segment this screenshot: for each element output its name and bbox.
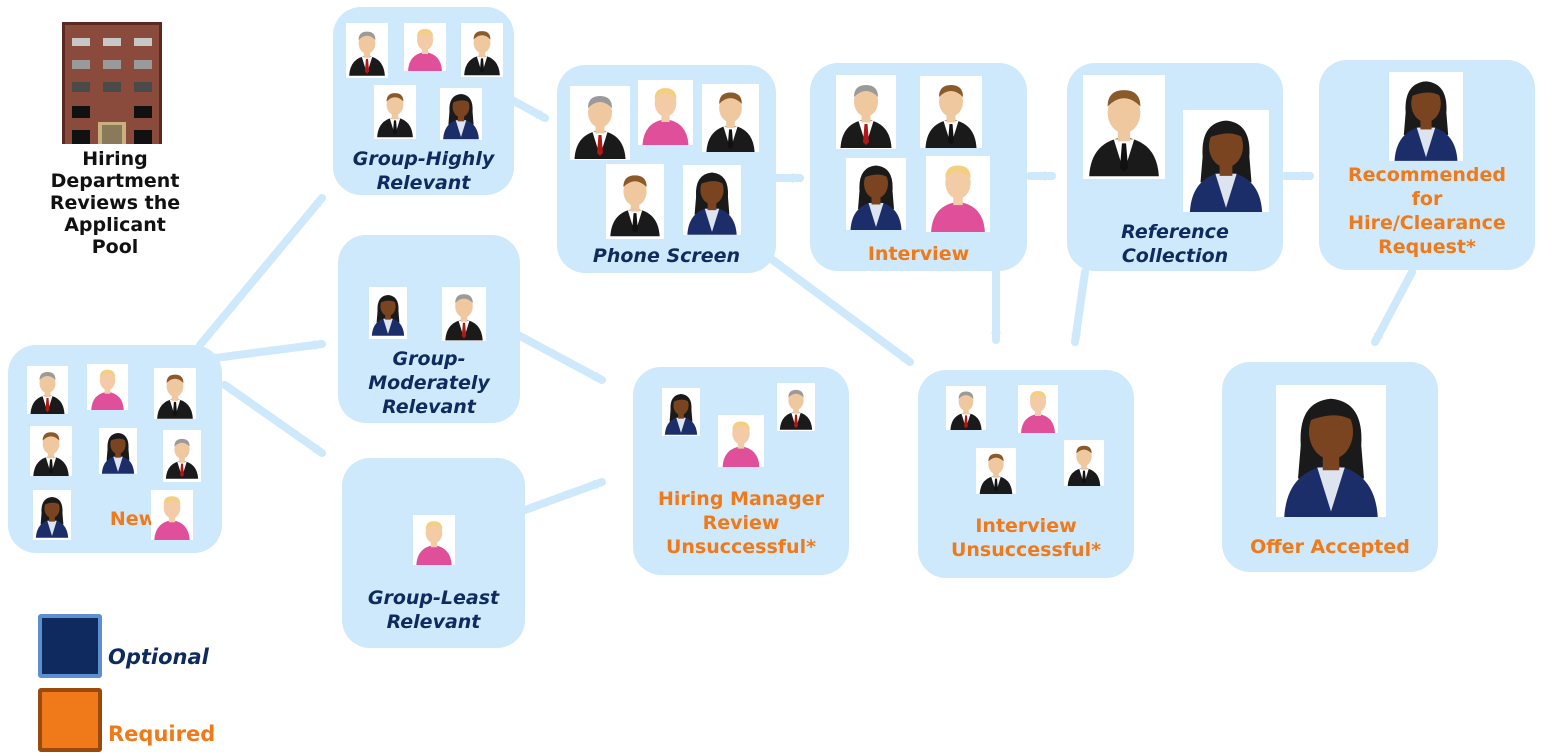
blonde-woman-avatar <box>638 80 693 145</box>
stage-label-hm-unsuccessful: Hiring Manager Review Unsuccessful* <box>658 488 824 558</box>
blonde-woman-avatar <box>151 490 193 540</box>
older-man-avatar <box>777 383 815 431</box>
older-man-avatar <box>163 430 201 482</box>
stage-label-reference-collection: Reference Collection <box>1121 221 1229 267</box>
man-tuxedo-avatar <box>374 85 416 139</box>
arrow-new-to-moderately-relevant <box>211 340 326 362</box>
stage-label-moderately-relevant: Group- Moderately Relevant <box>368 348 490 418</box>
older-man-avatar <box>946 386 986 430</box>
arrow-phone-to-interview-unsuccessful <box>766 254 914 366</box>
older-man-avatar <box>570 86 630 160</box>
older-man-avatar <box>27 366 68 414</box>
dark-haired-woman-avatar <box>440 88 482 140</box>
stage-label-highly-relevant: Group-Highly Relevant <box>352 148 495 194</box>
man-tuxedo-avatar <box>920 76 982 148</box>
stage-label-new: New <box>109 508 157 530</box>
stage-label-interview: Interview <box>867 243 970 265</box>
department-caption: Hiring Department Reviews the Applicant … <box>49 148 181 258</box>
legend-optional-label: Optional <box>108 645 209 669</box>
dark-haired-woman-avatar <box>846 158 906 230</box>
man-tuxedo-avatar <box>154 368 196 419</box>
older-man-avatar <box>346 23 388 78</box>
arrow-recommended-to-offer <box>1371 268 1416 346</box>
arrow-new-to-highly-relevant <box>196 194 326 349</box>
stage-label-phone-screen: Phone Screen <box>592 245 741 267</box>
dark-haired-woman-avatar <box>1389 72 1463 161</box>
stage-label-offer-accepted: Offer Accepted <box>1250 536 1410 558</box>
blonde-woman-avatar <box>1018 385 1058 433</box>
older-man-avatar <box>442 287 486 341</box>
blonde-woman-avatar <box>926 156 990 232</box>
man-tuxedo-avatar <box>461 23 503 77</box>
blonde-woman-avatar <box>87 364 128 410</box>
blonde-woman-avatar <box>718 415 764 467</box>
dark-haired-woman-avatar <box>369 287 407 339</box>
man-tuxedo-avatar <box>976 448 1016 494</box>
blonde-woman-avatar <box>404 23 446 71</box>
man-tuxedo-avatar <box>1083 75 1165 179</box>
dark-haired-woman-avatar <box>1183 110 1269 212</box>
man-tuxedo-avatar <box>30 426 72 476</box>
blonde-woman-avatar <box>413 515 455 565</box>
arrow-highly-relevant-to-phone-screen <box>508 96 549 122</box>
arrow-least-to-hm-unsuccessful <box>521 478 606 514</box>
dark-haired-woman-avatar <box>33 490 71 540</box>
legend-required-label: Required <box>108 722 216 746</box>
man-tuxedo-avatar <box>1064 440 1104 486</box>
stage-moderately-relevant <box>338 235 520 423</box>
dark-haired-woman-avatar <box>99 428 137 474</box>
stage-label-recommended: Recommended for Hire/Clearance Request* <box>1348 164 1506 258</box>
stage-label-interview-unsuccessful: Interview Unsuccessful* <box>950 515 1102 561</box>
legend-optional-swatch <box>38 614 102 678</box>
dark-haired-woman-avatar <box>1276 385 1386 517</box>
dark-haired-woman-avatar <box>683 165 741 235</box>
older-man-avatar <box>836 75 896 149</box>
arrow-new-to-least-relevant <box>221 381 326 457</box>
building-icon <box>62 22 162 144</box>
man-tuxedo-avatar <box>606 164 664 239</box>
legend-required-swatch <box>38 688 102 752</box>
stage-label-least-relevant: Group-Least Relevant <box>367 587 500 633</box>
arrow-moderately-to-hm-unsuccessful <box>514 331 606 384</box>
arrow-reference-down <box>1071 268 1089 346</box>
man-tuxedo-avatar <box>702 84 759 152</box>
dark-haired-woman-avatar <box>662 388 700 436</box>
